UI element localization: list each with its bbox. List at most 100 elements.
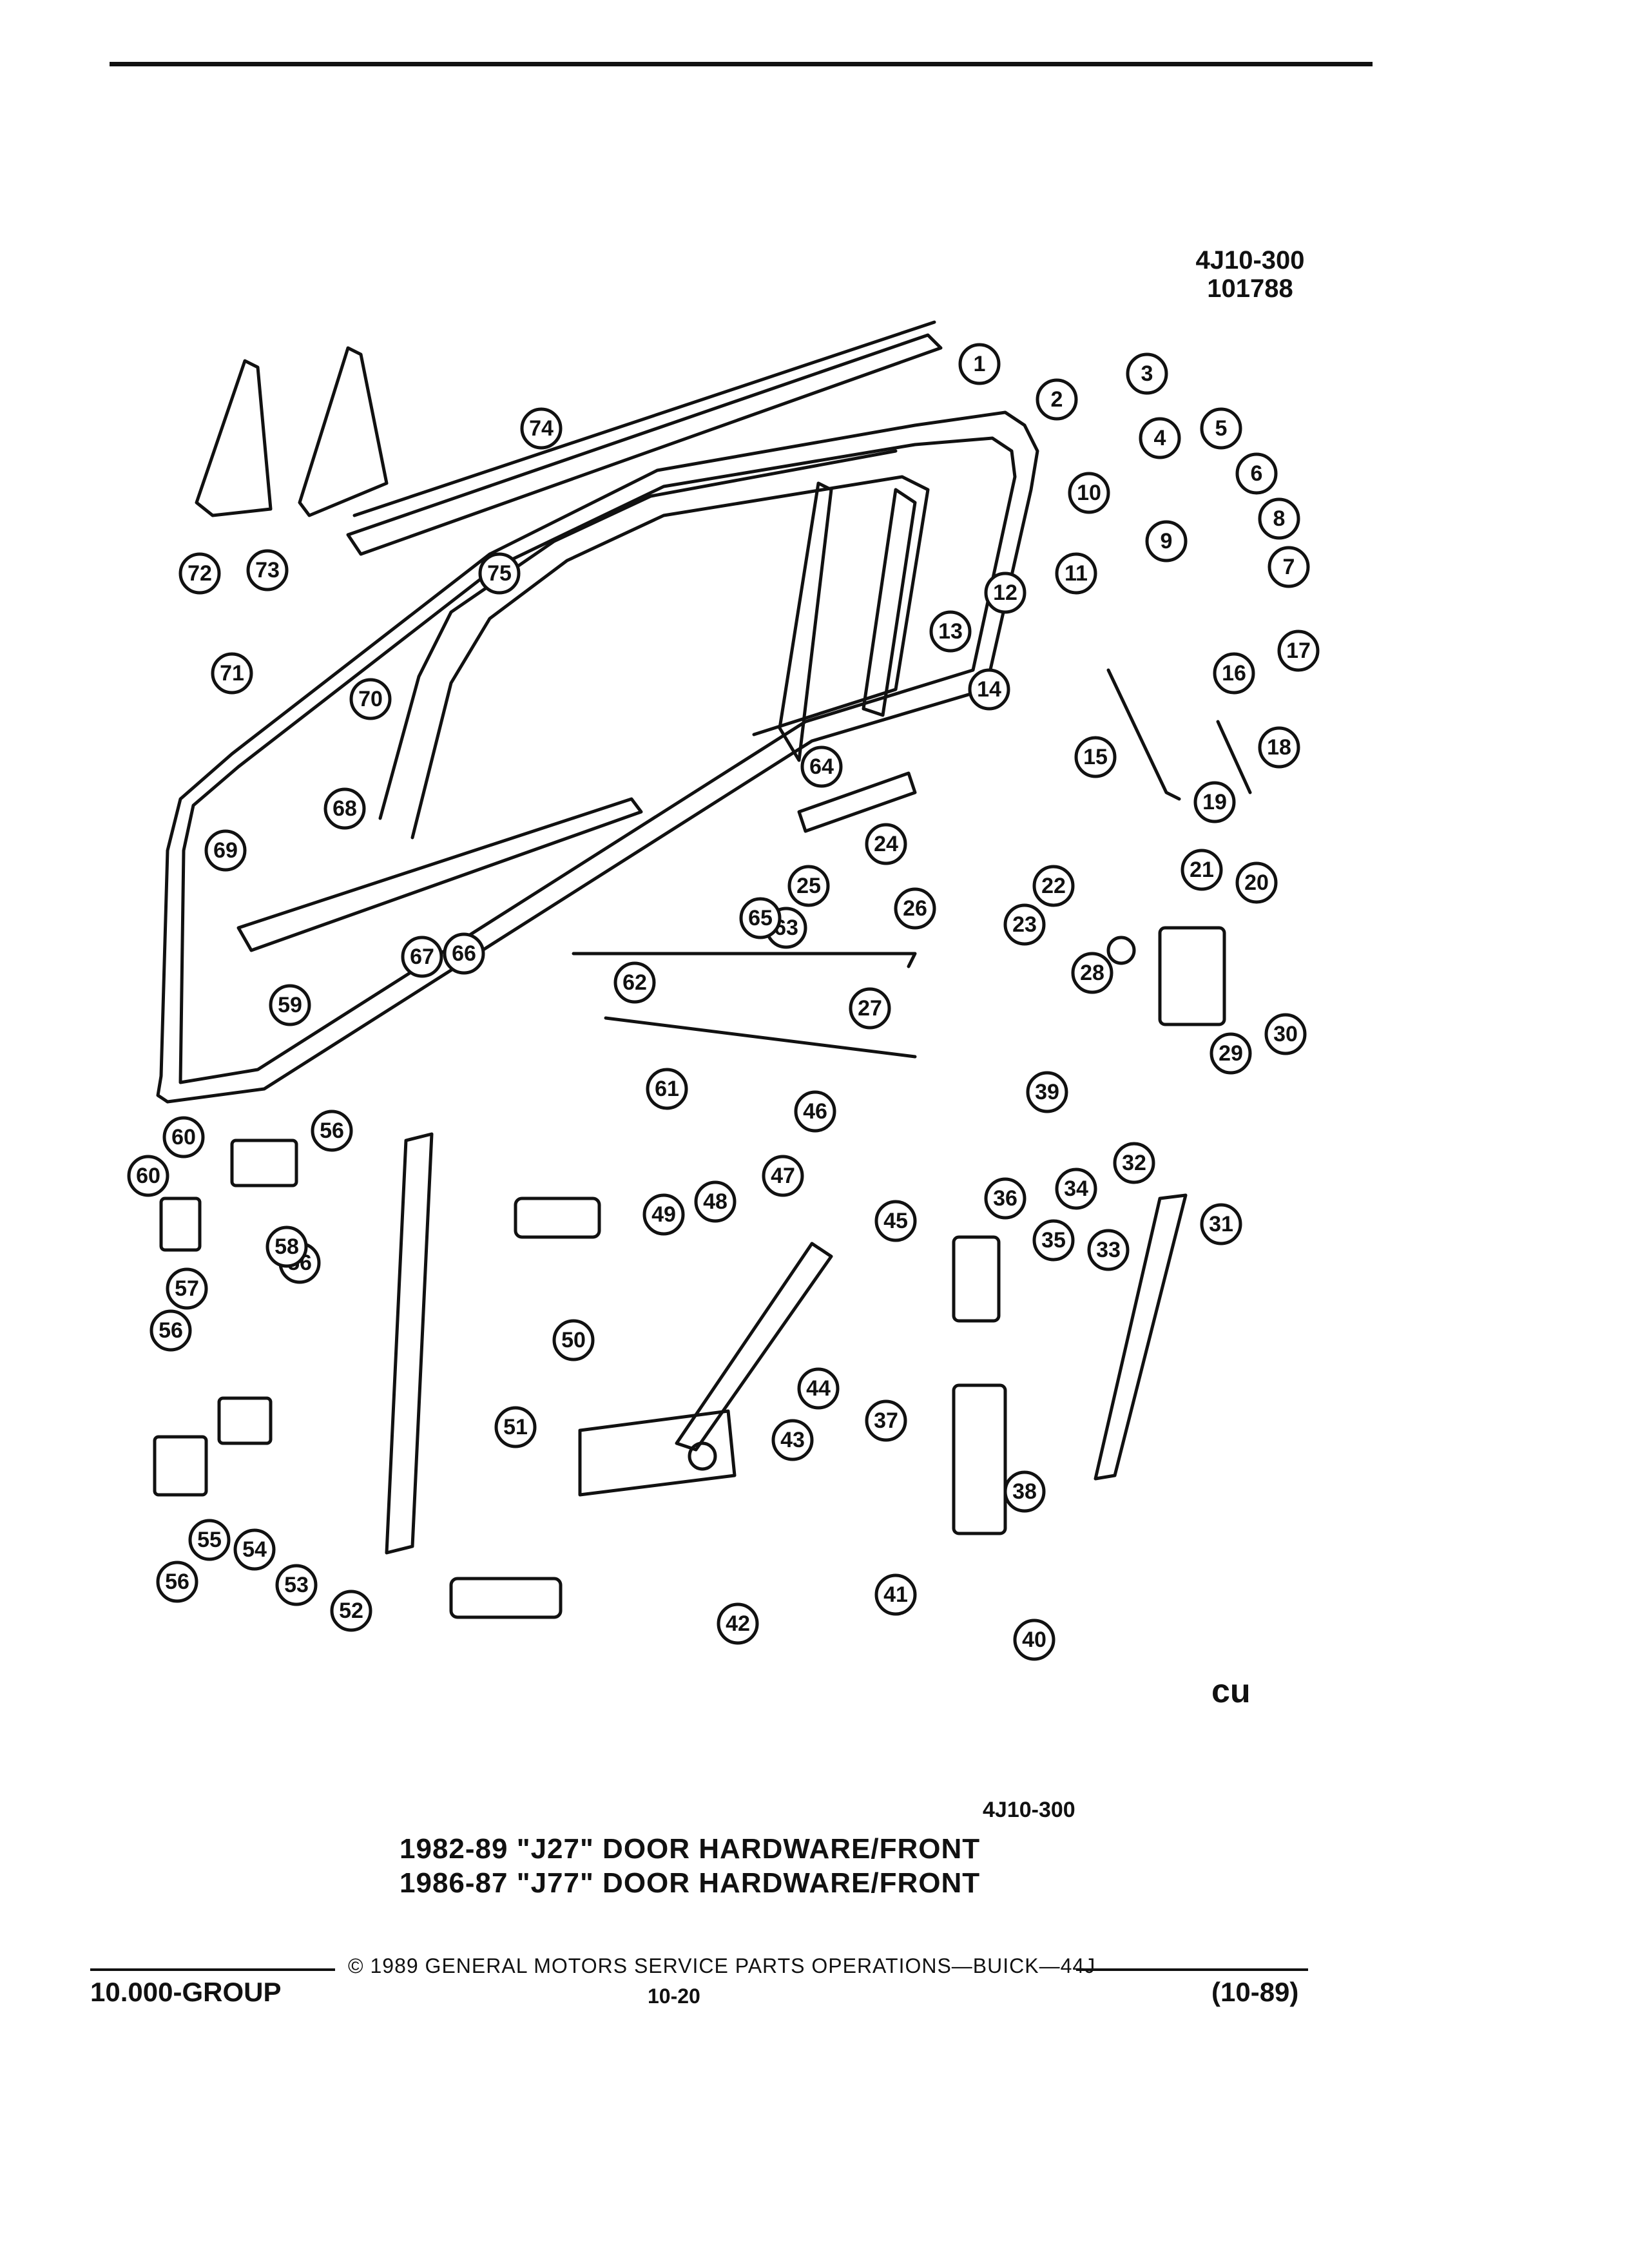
callout-circle: [1055, 552, 1097, 595]
callout-number: 59: [278, 993, 302, 1017]
callout-19: 19: [1193, 781, 1236, 823]
callout-number: 62: [622, 970, 647, 995]
callout-circle: [188, 1519, 231, 1561]
callout-75: 75: [478, 552, 521, 595]
callout-circle: [787, 865, 830, 907]
callout-number: 65: [748, 906, 773, 930]
callout-30: 30: [1264, 1013, 1307, 1055]
callout-number: 30: [1273, 1022, 1298, 1046]
callout-60: 60: [127, 1155, 169, 1197]
callout-number: 21: [1190, 858, 1214, 882]
callout-circle: [984, 1177, 1027, 1220]
callout-43: 43: [771, 1419, 814, 1461]
callout-33: 33: [1087, 1229, 1130, 1271]
regulator-drawing: [578, 1242, 833, 1497]
callout-22: 22: [1032, 865, 1075, 907]
callout-circle: [1113, 1142, 1155, 1184]
callout-66: 66: [443, 932, 485, 975]
vent-window-drawing: [195, 346, 389, 517]
callout-42: 42: [717, 1602, 759, 1645]
callout-45: 45: [874, 1200, 917, 1242]
callout-circle: [1193, 781, 1236, 823]
callout-circle: [1258, 726, 1300, 769]
callout-38: 38: [1003, 1470, 1046, 1513]
callout-number: 55: [197, 1528, 222, 1552]
callout-circle: [762, 1155, 804, 1197]
callout-circle: [874, 1200, 917, 1242]
callout-circle: [1139, 417, 1181, 459]
callout-number: 12: [993, 581, 1017, 605]
callout-number: 33: [1096, 1238, 1121, 1262]
callout-circle: [865, 1399, 907, 1442]
figure-id-code: 4J10-300: [1195, 246, 1305, 274]
callout-circle: [1200, 1203, 1242, 1245]
callout-circle: [330, 1590, 372, 1632]
callout-circle: [552, 1319, 595, 1361]
callout-number: 49: [651, 1202, 676, 1227]
callout-circle: [613, 961, 656, 1004]
callout-number: 11: [1065, 561, 1088, 586]
callout-circle: [269, 984, 311, 1026]
callout-number: 74: [529, 416, 554, 441]
callout-number: 24: [874, 832, 898, 856]
callout-circle: [1026, 1071, 1068, 1113]
figure-title-line1: 1982-89 "J27" DOOR HARDWARE/FRONT: [400, 1833, 981, 1865]
callout-number: 60: [136, 1164, 160, 1188]
callout-11: 11: [1055, 552, 1097, 595]
callout-circle: [800, 745, 843, 788]
callout-number: 68: [333, 796, 357, 821]
callout-circle: [1087, 1229, 1130, 1271]
callout-circle: [646, 1068, 688, 1110]
callout-1: 1: [958, 343, 1001, 385]
callout-circle: [1055, 1168, 1097, 1210]
callout-circle: [717, 1602, 759, 1645]
callout-circle: [1268, 546, 1310, 588]
callout-number: 75: [487, 561, 512, 586]
callout-circle: [794, 1090, 836, 1133]
callout-circle: [1126, 352, 1168, 395]
lock-rod-drawing: [572, 668, 1252, 1059]
callout-number: 39: [1035, 1080, 1059, 1104]
callout-number: 20: [1244, 870, 1269, 895]
callout-number: 56: [159, 1318, 183, 1343]
callout-24: 24: [865, 823, 907, 865]
callout-59: 59: [269, 984, 311, 1026]
callout-7: 7: [1268, 546, 1310, 588]
callout-13: 13: [929, 610, 972, 653]
callout-circle: [494, 1406, 537, 1448]
callout-73: 73: [246, 549, 289, 591]
callout-number: 72: [188, 561, 212, 586]
callout-number: 26: [903, 896, 927, 921]
callout-35: 35: [1032, 1219, 1075, 1262]
callout-15: 15: [1074, 736, 1117, 778]
callout-number: 14: [977, 677, 1001, 702]
callout-number: 73: [255, 558, 280, 582]
callout-52: 52: [330, 1590, 372, 1632]
callout-61: 61: [646, 1068, 688, 1110]
callout-circle: [246, 549, 289, 591]
callout-circle: [1264, 1013, 1307, 1055]
top-rule: [110, 62, 1373, 66]
callout-circle: [520, 407, 563, 450]
callout-9: 9: [1145, 520, 1188, 562]
callout-number: 60: [171, 1125, 196, 1149]
callout-circle: [275, 1564, 318, 1606]
callout-3: 3: [1126, 352, 1168, 395]
callout-circle: [178, 552, 221, 595]
callout-number: 54: [242, 1537, 267, 1562]
callout-circle: [1003, 1470, 1046, 1513]
callout-number: 17: [1286, 639, 1311, 663]
callout-number: 71: [220, 661, 244, 686]
callout-28: 28: [1071, 952, 1113, 994]
callout-circle: [156, 1561, 198, 1603]
callout-circle: [1032, 865, 1075, 907]
callout-number: 2: [1051, 387, 1063, 412]
callout-70: 70: [349, 678, 392, 720]
callout-31: 31: [1200, 1203, 1242, 1245]
callout-37: 37: [865, 1399, 907, 1442]
callout-14: 14: [968, 668, 1010, 711]
callout-2: 2: [1036, 378, 1078, 421]
callout-67: 67: [401, 936, 443, 978]
